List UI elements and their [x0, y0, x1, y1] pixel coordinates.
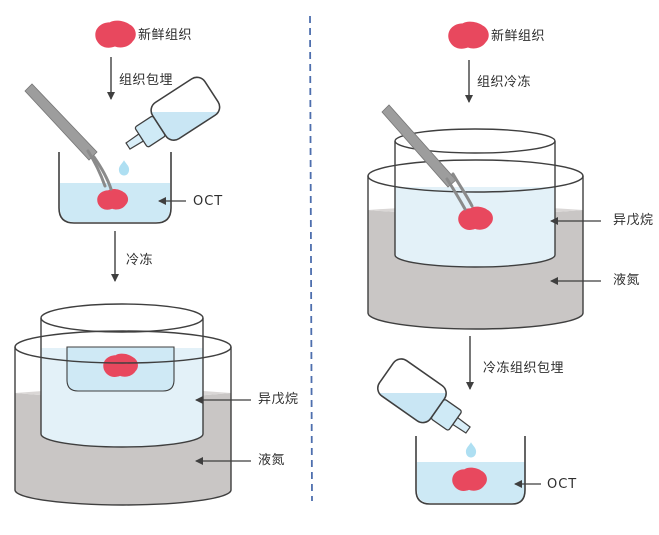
dropper-bottle-icon — [374, 358, 471, 434]
right-oct-label: OCT — [547, 477, 578, 492]
right-isopentane-label: 异戊烷 — [613, 213, 654, 228]
left-step1-label: 组织包埋 — [119, 73, 174, 88]
right-step1-label: 组织冷冻 — [477, 75, 532, 90]
panel-divider — [309, 15, 313, 502]
left-isopentane-label: 异戊烷 — [258, 392, 299, 407]
droplet-icon — [118, 160, 130, 176]
beaker-icon — [58, 152, 172, 224]
right-fresh-tissue-label: 新鲜组织 — [491, 29, 546, 44]
tweezers-icon — [24, 83, 113, 191]
tweezers-icon — [381, 104, 474, 211]
tissue-icon — [97, 189, 129, 210]
right-step2-label: 冷冻组织包埋 — [483, 361, 565, 376]
tissue-icon — [452, 467, 487, 491]
left-step2-label: 冷冻 — [126, 253, 154, 268]
beaker-icon — [415, 436, 526, 505]
droplet-icon — [465, 442, 477, 458]
dropper-bottle-icon — [125, 76, 224, 150]
tissue-icon — [448, 21, 489, 49]
tissue-icon — [95, 20, 136, 48]
freezing-bath-icon — [14, 303, 232, 506]
tissue-icon — [458, 206, 493, 230]
left-oct-label: OCT — [193, 194, 224, 209]
tissue-icon — [103, 353, 138, 377]
right-panel-art — [367, 21, 601, 505]
freezing-bath-icon — [367, 104, 584, 330]
right-nitrogen-label: 液氮 — [613, 273, 641, 288]
left-nitrogen-label: 液氮 — [258, 453, 286, 468]
left-fresh-tissue-label: 新鲜组织 — [138, 28, 193, 43]
